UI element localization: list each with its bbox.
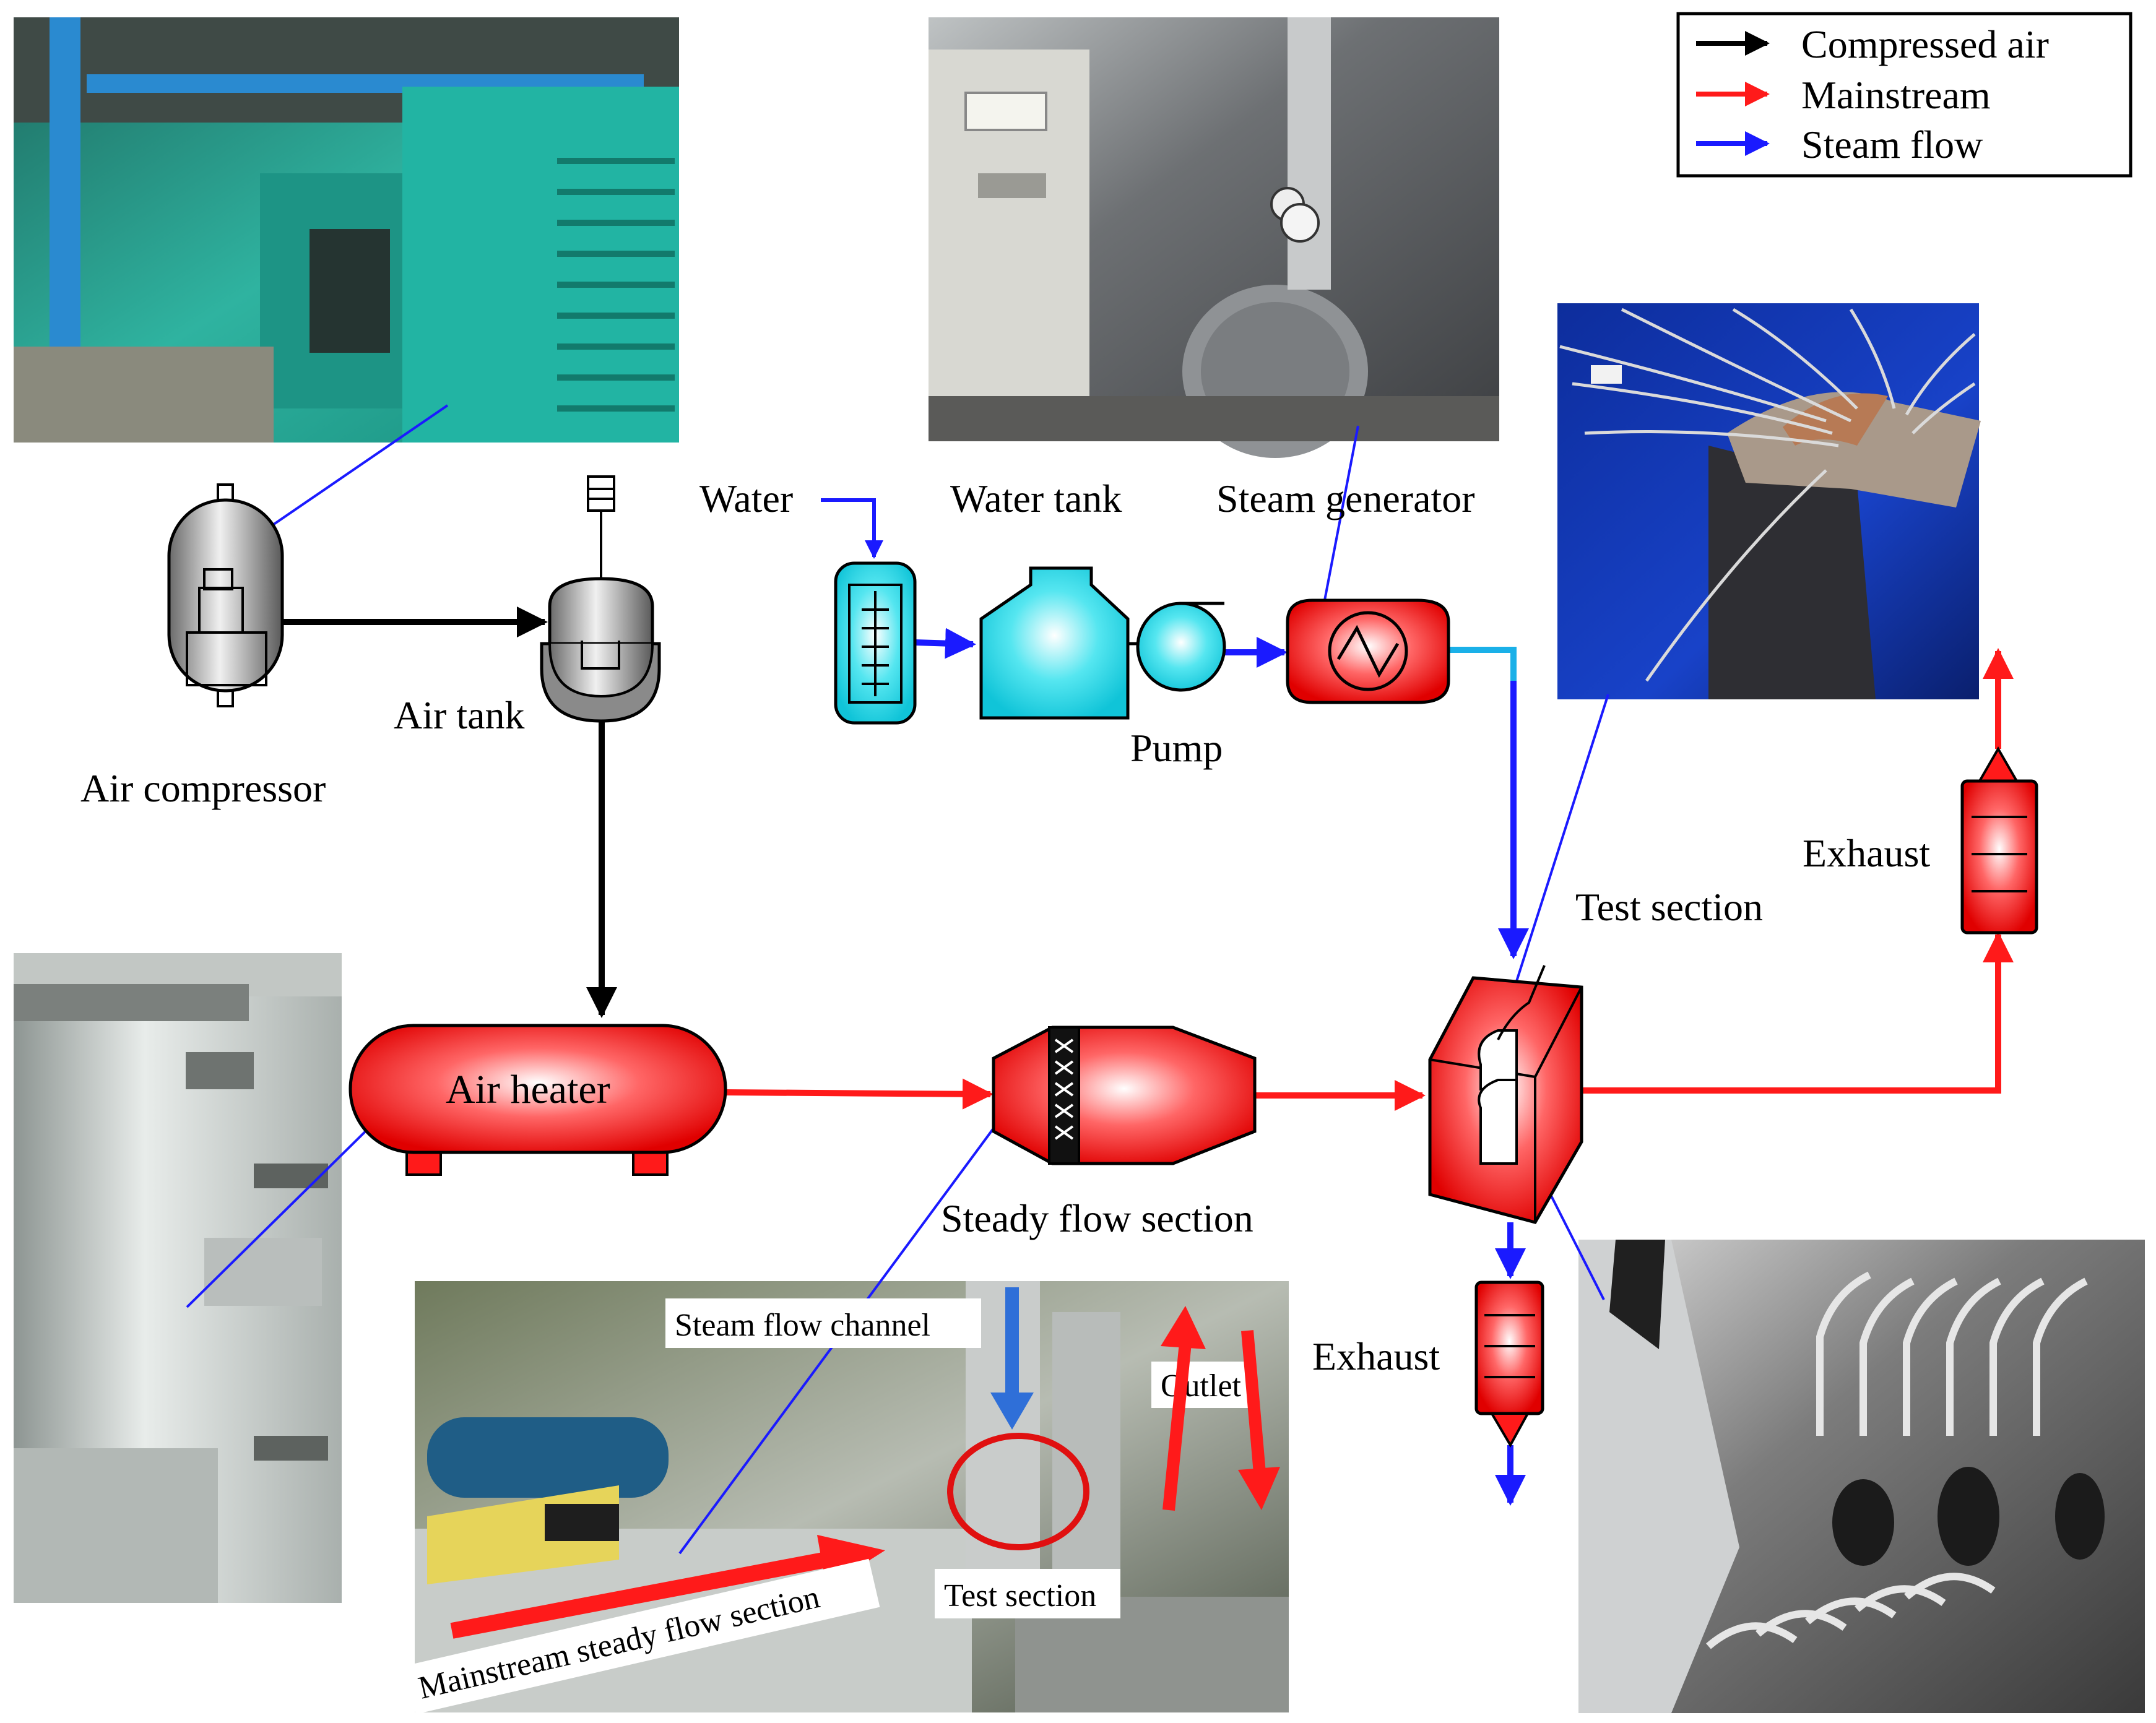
air-tank	[540, 475, 661, 723]
legend-item-steam-flow: Steam flow	[1696, 123, 1983, 166]
legend-label-compressed-air: Compressed air	[1801, 22, 2049, 66]
legend-label-steam-flow: Steam flow	[1801, 123, 1983, 166]
steady-flow-section	[992, 1026, 1257, 1165]
mainstream-arrow-heater-to-steady	[725, 1078, 994, 1110]
label-steam-generator: Steam generator	[1216, 477, 1475, 520]
steam-arrow-filter-to-tank	[914, 628, 976, 659]
label-test-section: Test section	[1575, 885, 1763, 929]
mainstream-arrow-test-to-exhaust	[1582, 931, 2014, 1094]
air-heater	[349, 1024, 727, 1176]
air-compressor-room-photo	[14, 17, 679, 443]
water-tank	[979, 566, 1130, 720]
label-pump: Pump	[1130, 726, 1223, 770]
blade-internal-tubes-photo	[1578, 1240, 2145, 1713]
steam-line-generator-out	[1448, 647, 1517, 681]
photo-label-outlet: Outlet	[1161, 1368, 1242, 1404]
label-air-compressor: Air compressor	[80, 766, 326, 810]
exhaust-bottom	[1474, 1280, 1544, 1448]
legend: Compressed air Mainstream Steam flow	[1676, 12, 2132, 178]
test-section	[1428, 965, 1583, 1224]
air-compressor	[167, 483, 284, 707]
label-air-heater: Air heater	[446, 1067, 610, 1112]
exhaust-top	[1960, 746, 2038, 935]
label-air-tank: Air tank	[394, 693, 525, 737]
photo-label-steam-flow-channel: Steam flow channel	[675, 1308, 930, 1343]
legend-item-mainstream: Mainstream	[1696, 73, 1991, 117]
air-heater-photo	[14, 953, 342, 1603]
label-water-tank: Water tank	[950, 477, 1122, 520]
photo-label-test-section: Test section	[944, 1578, 1096, 1613]
label-steady-flow-section: Steady flow section	[941, 1196, 1253, 1240]
pump	[1128, 602, 1226, 692]
legend-label-mainstream: Mainstream	[1801, 73, 1991, 117]
label-water: Water	[699, 477, 793, 520]
test-section-blade-photo	[1557, 303, 1981, 699]
label-exhaust-top: Exhaust	[1803, 831, 1930, 875]
steam-generator-photo	[929, 17, 1499, 458]
water-filter	[834, 561, 917, 725]
label-exhaust-bottom: Exhaust	[1312, 1334, 1440, 1378]
steam-arrow-water-in	[821, 498, 883, 559]
legend-item-compressed-air: Compressed air	[1696, 22, 2049, 66]
steam-generator	[1286, 598, 1450, 704]
